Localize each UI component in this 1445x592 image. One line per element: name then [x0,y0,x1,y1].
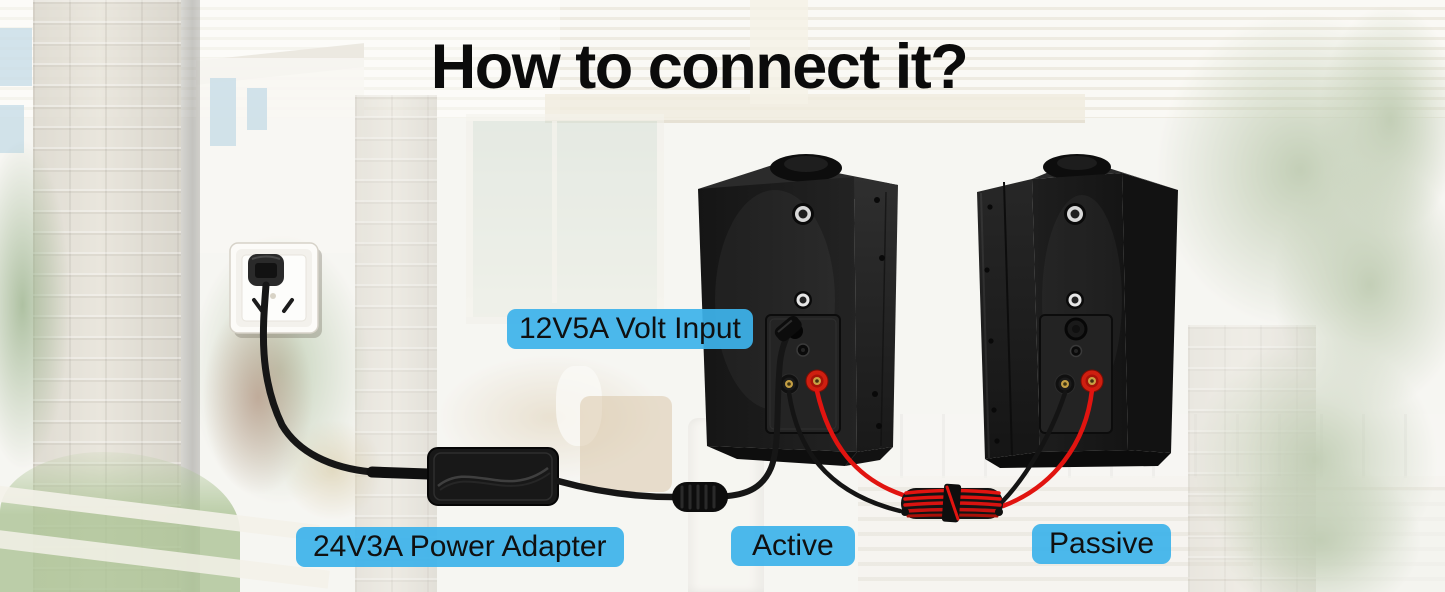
speaker-wire-red [814,388,906,498]
active-speaker-label: Active [731,526,855,566]
binding-post-red [1080,369,1104,393]
speaker-wire-red [1000,387,1095,509]
power-adapter [427,447,559,506]
power-plug [248,254,284,286]
outlet-screw [270,293,276,299]
speaker-wire-black [786,390,903,514]
passive-speaker [977,154,1178,468]
page-title: How to connect it? [430,32,969,102]
binding-post-red [805,369,829,393]
threaded-insert [1064,203,1086,225]
speaker-wire-black [997,390,1068,507]
house-window [247,88,267,130]
volt-input-label: 12V5A Volt Input [507,309,753,349]
wall-outlet [229,242,322,338]
house-window [0,28,32,86]
power-cord-strain-relief [366,466,434,480]
active-speaker [698,154,898,466]
patio-window-divider [552,121,557,303]
binding-post-black [1054,373,1076,395]
outlet-slot [252,298,264,313]
pergola-post [750,0,808,104]
outlet-slot [282,298,294,313]
threaded-insert [794,291,812,309]
dc-cable [725,327,794,499]
threaded-insert [792,203,814,225]
house-window [210,78,236,146]
wooden-chair [580,396,672,492]
passive-speaker-label: Passive [1032,524,1172,564]
threaded-insert [1066,291,1084,309]
speaker-wire-coil [901,483,1003,523]
power-cord [259,281,376,476]
dc-plug [774,315,802,342]
ferrite-bead [672,482,728,512]
power-adapter-label: 24V3A Power Adapter [296,527,624,567]
stone-pillar-middle [355,95,437,592]
connection-panel [1039,314,1113,434]
dark-pole [181,0,200,592]
dc-cable [554,477,677,501]
